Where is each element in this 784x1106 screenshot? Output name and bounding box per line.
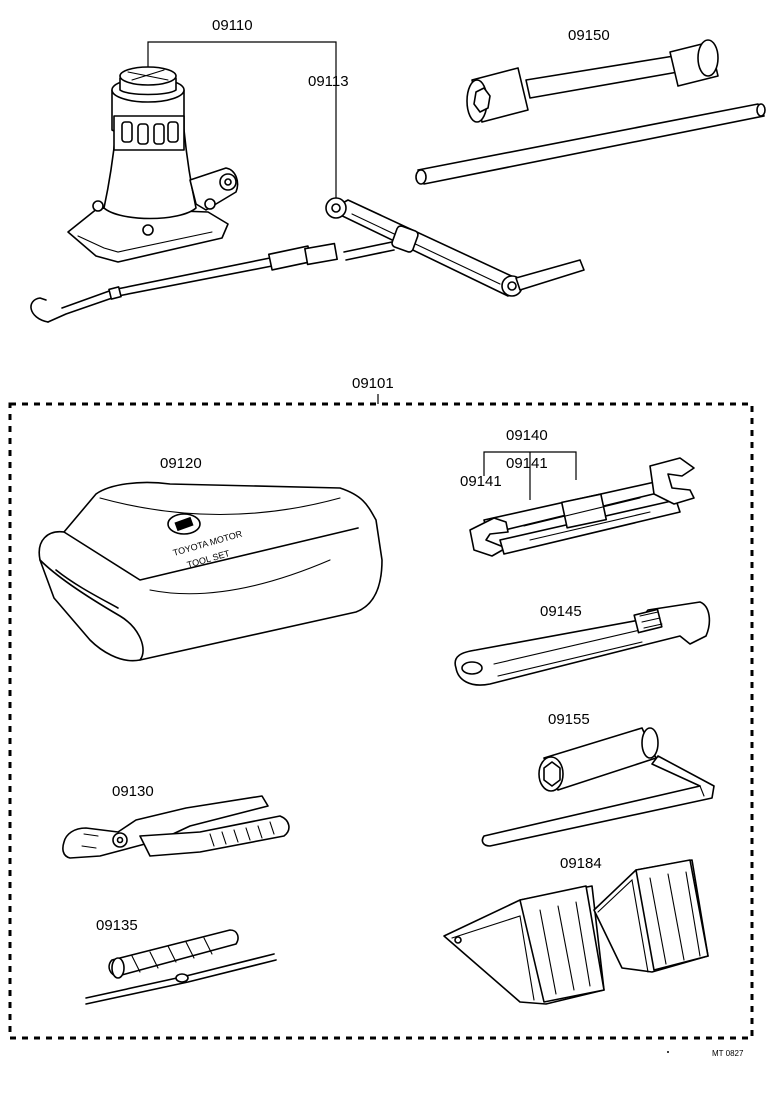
part-label-09101: 09101: [352, 375, 394, 392]
jack-handle-illustration: [30, 241, 395, 323]
part-label-09110: 09110: [212, 17, 253, 34]
tool-pouch-illustration: TOYOTA MOTOR TOOL SET: [38, 481, 383, 662]
wheel-chocks-illustration: [443, 859, 709, 1005]
tool-kit-box: [8, 394, 754, 1040]
jack-illustration: [67, 66, 239, 263]
wrenches-illustration: [469, 451, 695, 557]
part-label-09140: 09140: [506, 427, 548, 444]
lug-wrench-illustration: [325, 197, 585, 297]
part-label-09155: 09155: [548, 711, 590, 728]
part-label-09150: 09150: [568, 27, 610, 44]
pliers-illustration: [62, 795, 290, 859]
socket-bar-illustration: [415, 39, 766, 185]
part-label-09184: 09184: [560, 855, 602, 872]
part-label-09135: 09135: [96, 917, 138, 934]
figure-code: MT 0827: [712, 1049, 744, 1058]
part-label-09113: 09113: [308, 73, 349, 90]
part-label-09120: 09120: [160, 455, 202, 472]
part-label-09145: 09145: [540, 603, 582, 620]
plug-wrench-illustration: [481, 727, 715, 847]
part-label-09141-right: 09141: [506, 455, 548, 472]
adjustable-wrench-illustration: [454, 601, 711, 686]
part-label-09141-left: 09141: [460, 473, 502, 490]
screwdriver-illustration: [85, 929, 277, 1005]
leader-09110: [147, 41, 337, 200]
part-label-09130: 09130: [112, 783, 154, 800]
dot-mark: [667, 1051, 669, 1053]
